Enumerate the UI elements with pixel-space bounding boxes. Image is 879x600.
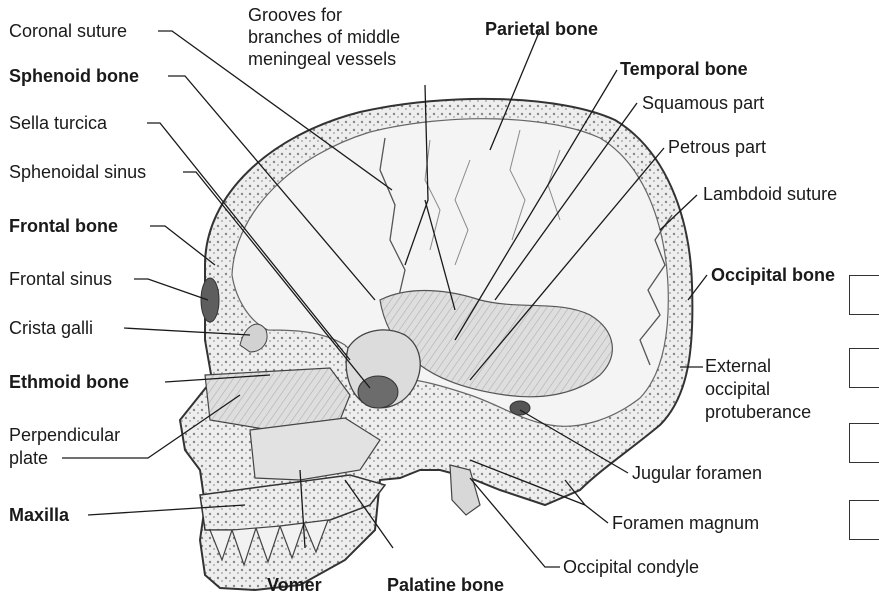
label-perpendicular-line-1: Perpendicular — [9, 425, 120, 446]
jugular-foramen-hole — [510, 401, 530, 415]
label-palatine-bone: Palatine bone — [387, 575, 504, 596]
label-temporal-bone: Temporal bone — [620, 59, 748, 80]
label-vomer: Vomer — [267, 575, 322, 596]
label-sphenoidal-sinus: Sphenoidal sinus — [9, 162, 146, 183]
label-perpendicular-line-2: plate — [9, 448, 48, 469]
label-foramen-magnum: Foramen magnum — [612, 513, 759, 534]
label-frontal-bone: Frontal bone — [9, 216, 118, 237]
label-petrous-part: Petrous part — [668, 137, 766, 158]
label-lambdoid-suture: Lambdoid suture — [703, 184, 837, 205]
answer-box-4[interactable] — [849, 500, 879, 540]
label-jugular-foramen: Jugular foramen — [632, 463, 762, 484]
label-maxilla: Maxilla — [9, 505, 69, 526]
label-ethmoid-bone: Ethmoid bone — [9, 372, 129, 393]
label-squamous-part: Squamous part — [642, 93, 764, 114]
answer-box-2[interactable] — [849, 348, 879, 388]
label-parietal-bone: Parietal bone — [485, 19, 598, 40]
label-grooves-line-1: Grooves for — [248, 5, 342, 26]
label-sella-turcica: Sella turcica — [9, 113, 107, 134]
label-occipital-bone: Occipital bone — [711, 265, 835, 286]
label-external-line-2: occipital — [705, 379, 770, 400]
answer-box-3[interactable] — [849, 423, 879, 463]
label-coronal-suture: Coronal suture — [9, 21, 127, 42]
label-external-line-1: External — [705, 356, 771, 377]
frontal-sinus-cavity — [201, 278, 219, 322]
label-external-line-3: protuberance — [705, 402, 811, 423]
answer-box-1[interactable] — [849, 275, 879, 315]
label-crista-galli: Crista galli — [9, 318, 93, 339]
label-sphenoid-bone: Sphenoid bone — [9, 66, 139, 87]
label-occipital-condyle: Occipital condyle — [563, 557, 699, 578]
label-frontal-sinus: Frontal sinus — [9, 269, 112, 290]
label-grooves-line-2: branches of middle — [248, 27, 400, 48]
label-grooves-line-3: meningeal vessels — [248, 49, 396, 70]
